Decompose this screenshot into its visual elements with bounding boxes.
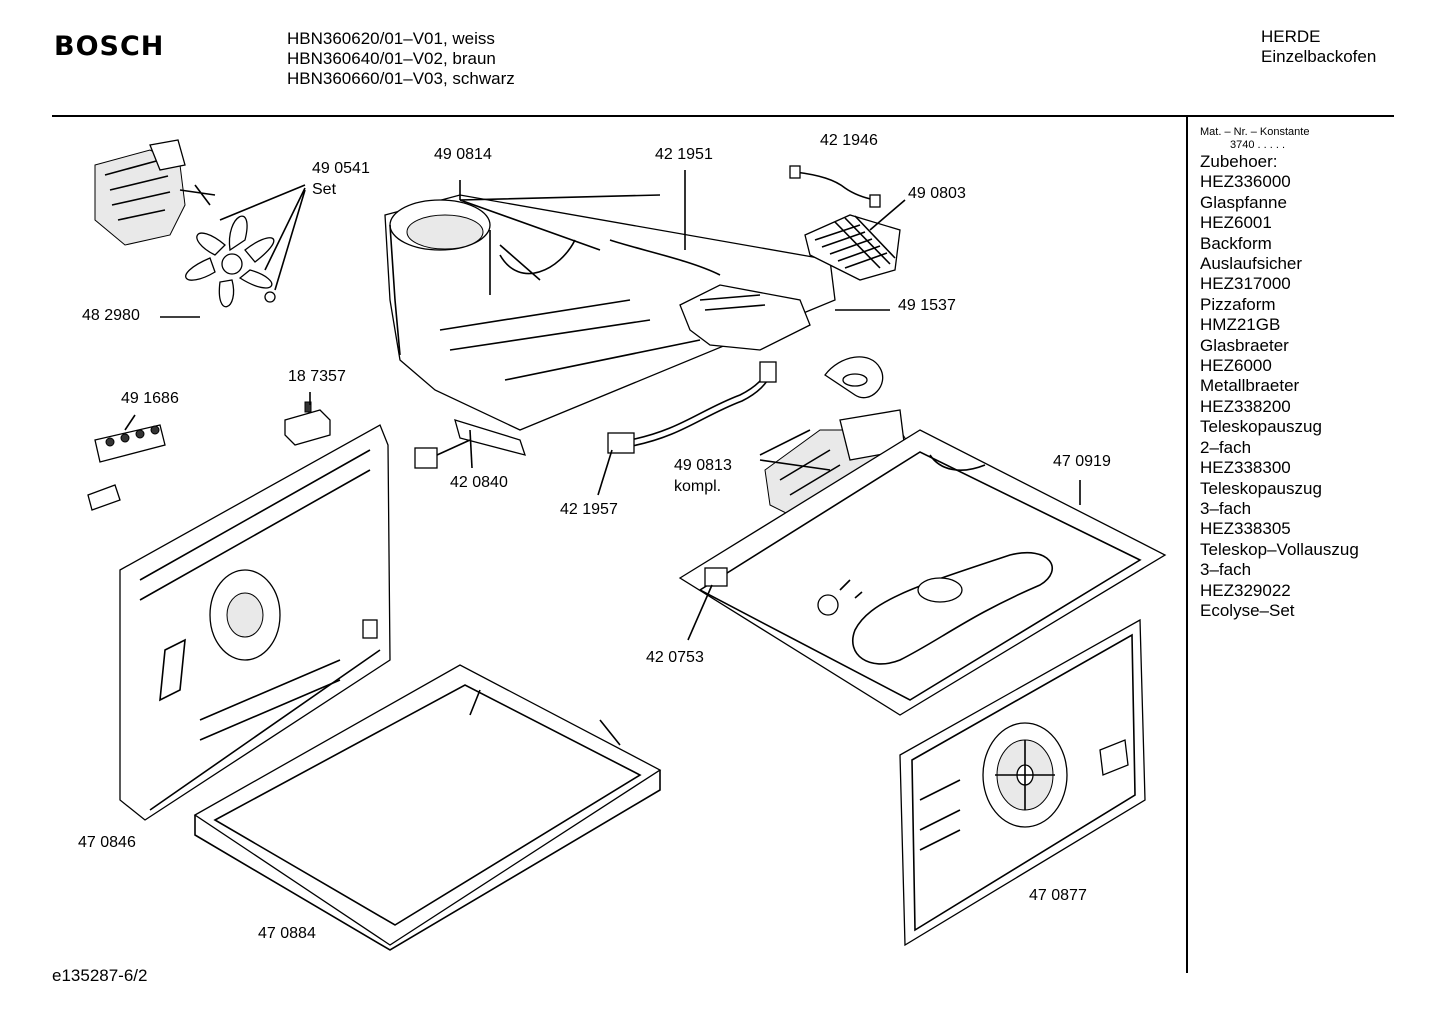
accessory-item: Pizzaform xyxy=(1200,294,1276,314)
accessory-item: HEZ317000 xyxy=(1200,274,1291,294)
exploded-parts-diagram xyxy=(87,139,1167,951)
oven-top-panel xyxy=(678,429,1167,716)
label-470877: 47 0877 xyxy=(1029,887,1087,904)
accessory-item: Auslaufsicher xyxy=(1200,254,1303,274)
oven-bottom-tray xyxy=(193,664,662,951)
accessory-item: Metallbraeter xyxy=(1200,376,1300,396)
accessory-item: Teleskopauszug xyxy=(1200,417,1322,437)
accessory-item: Teleskopauszug xyxy=(1200,478,1322,498)
category: HERDE xyxy=(1261,27,1321,46)
label-491537: 49 1537 xyxy=(898,297,956,314)
label-490813-kompl: kompl. xyxy=(674,478,722,495)
oven-rear-shell xyxy=(384,194,836,431)
accessory-item: HMZ21GB xyxy=(1200,315,1281,335)
fan-wheel xyxy=(185,215,276,308)
mat-row: 3740 . . . . . xyxy=(1200,139,1359,152)
oven-front-panel xyxy=(899,618,1146,947)
mat-label: Mat. – Nr. – Konstante xyxy=(1200,126,1310,138)
control-module xyxy=(804,214,901,281)
label-421957: 42 1957 xyxy=(560,501,618,518)
label-187357: 18 7357 xyxy=(288,368,346,385)
model-line: HBN360620/01–V01, weiss xyxy=(287,29,495,48)
accessory-item: Ecolyse–Set xyxy=(1200,600,1295,620)
subcategory: Einzelbackofen xyxy=(1261,47,1377,66)
door-switch xyxy=(284,401,331,446)
label-490803: 49 0803 xyxy=(908,185,966,202)
label-421946: 42 1946 xyxy=(820,132,878,149)
label-421951: 42 1951 xyxy=(655,146,713,163)
label-470846: 47 0846 xyxy=(78,834,136,851)
model-line: HBN360640/01–V02, braun xyxy=(287,49,496,68)
label-470919: 47 0919 xyxy=(1053,453,1111,470)
left-side-panel xyxy=(119,424,391,821)
label-420753: 42 0753 xyxy=(646,649,704,666)
accessory-item: 3–fach xyxy=(1200,560,1252,580)
label-420840: 42 0840 xyxy=(450,474,508,491)
sidebar-divider xyxy=(1186,115,1188,973)
accessory-item: Teleskop–Vollauszug xyxy=(1200,539,1359,559)
accessory-item: Backform xyxy=(1200,233,1272,253)
accessory-item: 2–fach xyxy=(1200,437,1252,457)
temperature-sensor xyxy=(414,419,526,469)
accessory-item: HEZ338305 xyxy=(1200,519,1291,539)
terminal-block xyxy=(87,424,166,511)
label-491686: 49 1686 xyxy=(121,390,179,407)
category-block: HERDE Einzelbackofen xyxy=(1261,27,1376,67)
accessory-list: Zubehoer: HEZ336000 Glaspfanne HEZ6001 B… xyxy=(1200,152,1359,621)
label-490813: 49 0813 xyxy=(674,457,732,474)
mat-value: 3740 xyxy=(1230,139,1255,151)
convection-fan-motor xyxy=(94,139,216,246)
label-490541: 49 0541 xyxy=(312,160,370,177)
wiring-harness xyxy=(789,165,881,208)
model-line: HBN360660/01–V03, schwarz xyxy=(287,69,515,88)
accessory-item: HEZ6000 xyxy=(1200,356,1272,376)
accessory-item: HEZ6001 xyxy=(1200,213,1272,233)
accessory-sidebar: Mat. – Nr. – Konstante 3740 . . . . . Zu… xyxy=(1200,125,1359,621)
accessory-item: Zubehoer: xyxy=(1200,152,1278,171)
accessory-item: HEZ329022 xyxy=(1200,580,1291,600)
accessory-item: HEZ338300 xyxy=(1200,458,1291,478)
mat-dots: . . . . . xyxy=(1257,139,1286,151)
accessory-item: HEZ338200 xyxy=(1200,396,1291,416)
label-470884: 47 0884 xyxy=(258,925,316,942)
label-490541-set: Set xyxy=(312,181,337,198)
accessory-item: Glasbraeter xyxy=(1200,335,1289,355)
document-id: e135287-6/2 xyxy=(52,966,148,985)
model-list: HBN360620/01–V01, weiss HBN360640/01–V02… xyxy=(287,29,515,89)
accessory-item: Glaspfanne xyxy=(1200,192,1287,212)
brand-logo: BOSCH xyxy=(54,31,165,62)
label-490814: 49 0814 xyxy=(434,146,492,163)
accessory-item: 3–fach xyxy=(1200,498,1252,518)
label-482980: 48 2980 xyxy=(82,307,140,324)
accessory-item: HEZ336000 xyxy=(1200,172,1291,192)
header-divider xyxy=(52,115,1394,117)
